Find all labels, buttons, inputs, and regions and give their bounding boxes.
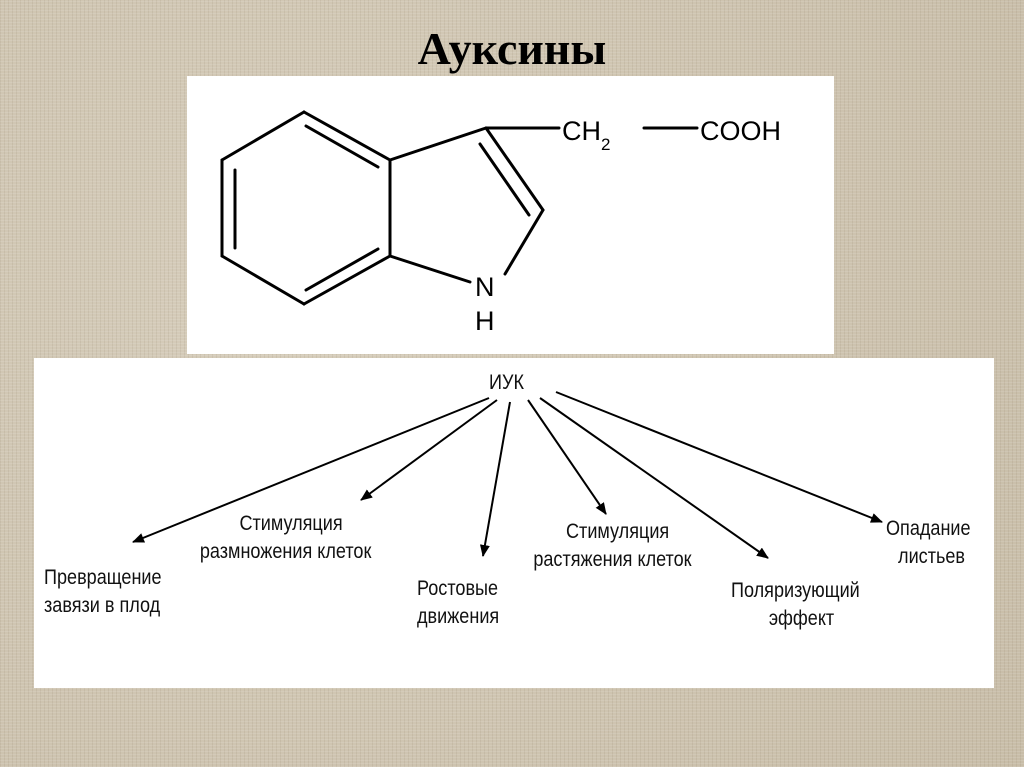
bond [503,208,545,276]
diagram-root-label: ИУК [489,371,524,394]
ring-bonds [220,110,699,306]
effects-diagram-panel: ИУК Превращение завязи в плод Стимуляция… [34,358,994,688]
bond [484,126,545,212]
effects-arrows [132,391,883,559]
arrow-to-cell-elongation [527,399,607,515]
bond [388,254,472,284]
effect-cell-elongation: Стимуляция растяжения клеток [533,520,692,571]
bond [302,254,392,306]
ch-label: CH2 [562,116,610,154]
cooh-label: COOH [700,116,781,146]
effect-polarizing: Поляризующий эффект [731,579,860,630]
arrow-to-polarizing-effect [539,397,769,559]
double-bond [478,142,531,217]
n-label: N [475,272,495,302]
double-bond [304,124,380,169]
bond [220,254,306,306]
arrow-to-leaf-fall [555,391,883,523]
bond [388,126,488,162]
double-bond [304,247,380,292]
effect-leaf-fall: Опадание листьев [886,517,971,568]
slide-title: Ауксины [417,23,607,74]
arrow-to-growth-movements [479,401,511,557]
bond [302,110,392,162]
effect-fruit-formation: Превращение завязи в плод [44,566,162,617]
effect-cell-division: Стимуляция размножения клеток [199,512,372,563]
arrow-to-cell-division [360,399,498,501]
structural-formula-panel: CH2 COOH N H [187,76,834,354]
h-label: H [475,306,495,336]
bond [220,110,306,162]
indole-acetic-acid-structure: CH2 COOH N H [220,110,781,336]
effect-growth-movements: Ростовые движения [417,577,500,628]
arrow-to-fruit [132,397,490,543]
